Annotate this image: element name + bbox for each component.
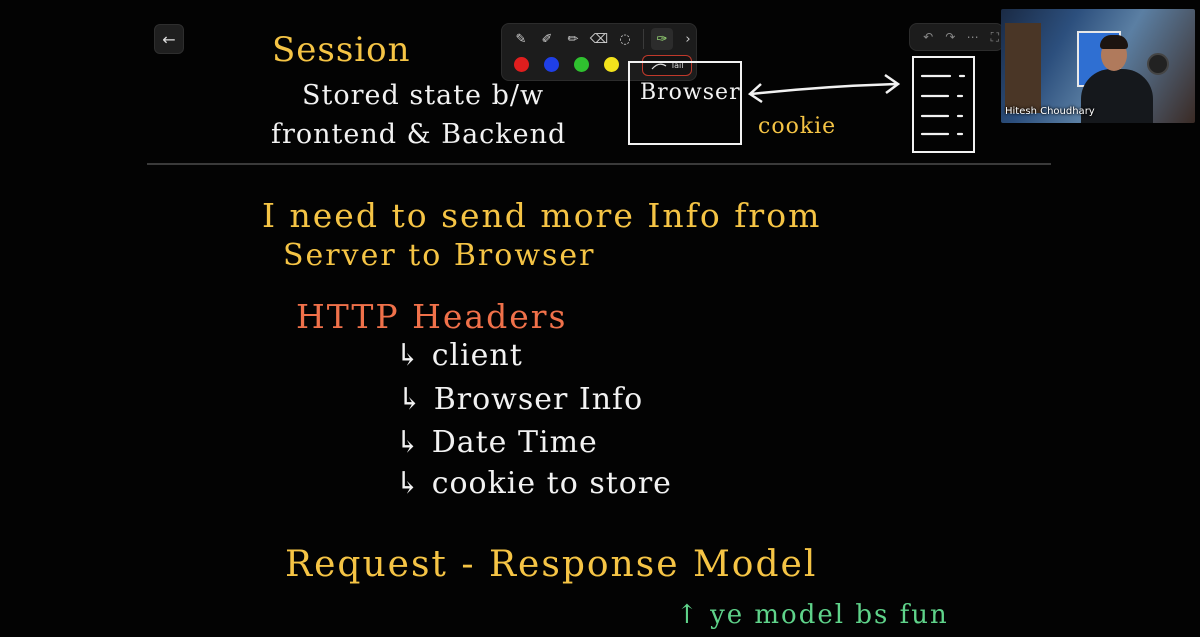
header-item-label: Date Time	[431, 425, 598, 460]
need-line-2: Server to Browser	[283, 238, 596, 273]
header-item-label: Browser Info	[433, 382, 644, 417]
session-line-2: frontend & Backend	[271, 119, 567, 150]
browser-box: Browser	[628, 61, 742, 145]
highlighter-tool-icon[interactable]: ✏	[567, 31, 579, 47]
browser-label: Browser	[640, 80, 741, 105]
color-palette	[514, 57, 619, 72]
redo-icon[interactable]: ↷	[945, 30, 956, 44]
lasso-tool-icon[interactable]: ◌	[619, 31, 631, 47]
webcam-video: Hitesh Choudhary	[1001, 9, 1195, 123]
session-title: Session	[272, 30, 411, 70]
laser-pointer-tool-icon[interactable]: ✑	[651, 28, 673, 50]
header-item-date-time: ↳ Date Time	[395, 425, 598, 460]
need-line-1: I need to send more Info from	[262, 196, 822, 235]
session-line-1: Stored state b/w	[302, 80, 545, 111]
header-item-client: ↳ client	[395, 338, 523, 373]
color-green-swatch[interactable]	[574, 57, 589, 72]
pen-tool-icon[interactable]: ✎	[515, 31, 527, 47]
http-headers-title: HTTP Headers	[296, 297, 568, 336]
header-item-label: cookie to store	[431, 466, 672, 501]
presenter-name: Hitesh Choudhary	[1005, 106, 1095, 117]
header-item-label: client	[431, 338, 523, 373]
presenter-body	[1081, 69, 1153, 123]
header-item-browser-info: ↳ Browser Info	[397, 382, 644, 417]
curved-arrow-icon: ↑	[676, 600, 700, 630]
tail-toggle-button[interactable]: Tail	[642, 55, 692, 76]
section-divider	[147, 163, 1051, 165]
more-tools-icon[interactable]: ›	[685, 31, 691, 47]
presenter-hair	[1100, 35, 1128, 49]
back-button[interactable]: ←	[154, 24, 184, 54]
marker-tool-icon[interactable]: ✐	[541, 31, 553, 47]
drawing-toolbar: ✎ ✐ ✏ ⌫ ◌ ✑ › Tail	[501, 23, 697, 81]
server-lines	[920, 74, 966, 136]
fullscreen-icon[interactable]: ⛶	[990, 29, 1000, 44]
more-options-icon[interactable]: ⋯	[966, 30, 979, 44]
bookshelf	[1005, 23, 1041, 113]
eraser-tool-icon[interactable]: ⌫	[589, 31, 609, 47]
cookie-label: cookie	[758, 114, 837, 139]
header-item-cookie: ↳ cookie to store	[395, 466, 672, 501]
undo-icon[interactable]: ↶	[923, 30, 934, 44]
toolbar-separator	[643, 29, 644, 49]
tail-label: Tail	[670, 61, 684, 70]
model-note-text: ye model bs fun	[710, 600, 949, 630]
color-yellow-swatch[interactable]	[604, 57, 619, 72]
model-note: ↑ ye model bs fun	[676, 600, 949, 630]
server-box	[912, 56, 975, 153]
tool-row: ✎ ✐ ✏ ⌫ ◌ ✑ ›	[510, 28, 699, 50]
request-response-title: Request - Response Model	[285, 544, 818, 585]
color-blue-swatch[interactable]	[544, 57, 559, 72]
back-arrow-icon: ←	[162, 29, 176, 49]
double-arrow	[747, 73, 901, 104]
microphone	[1147, 53, 1169, 75]
tail-stroke-icon	[651, 62, 666, 69]
history-toolbar: ↶ ↷ ⋯ ⛶	[909, 23, 1004, 51]
color-red-swatch[interactable]	[514, 57, 529, 72]
